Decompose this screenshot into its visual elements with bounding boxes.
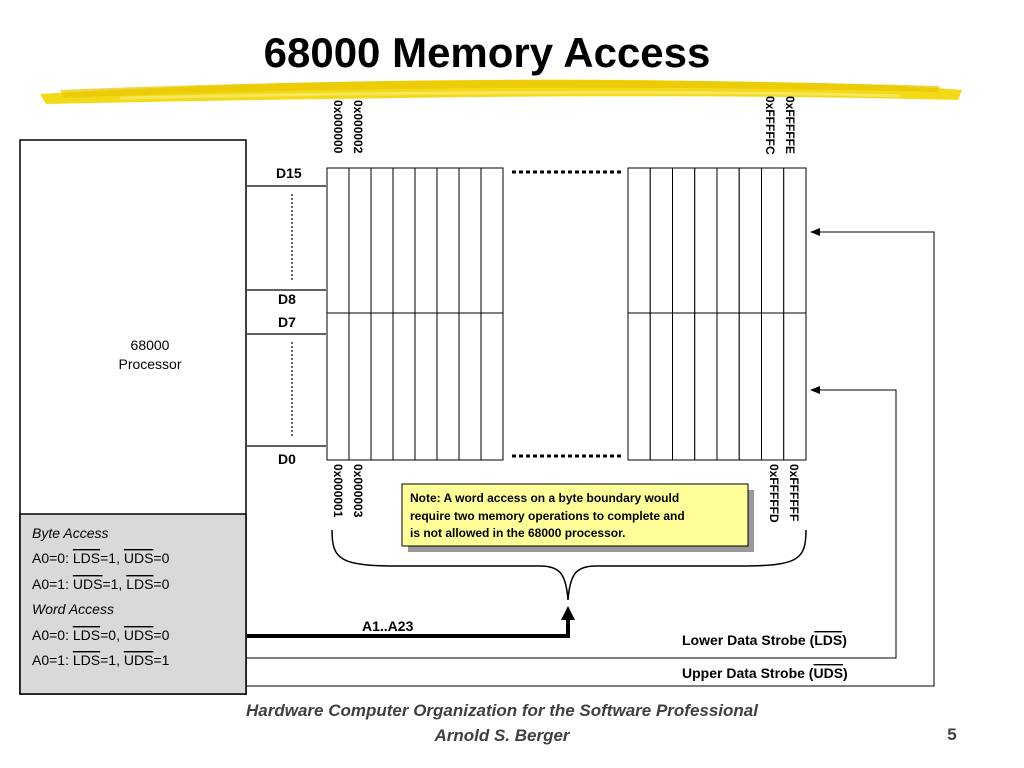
left-column-lower-0 (326, 312, 350, 461)
right-column-upper-7 (783, 167, 807, 314)
memory-block-left (326, 167, 504, 461)
byte-access-line2: A0=1: UDS=1, LDS=0 (32, 576, 170, 592)
address-bus-line (247, 618, 570, 638)
note-line2: require two memory operations to complet… (410, 509, 685, 523)
addr-0x000001: 0x000001 (331, 464, 345, 518)
word-access-line2: A0=1: LDS=1, UDS=1 (32, 652, 170, 668)
uds-arrowhead (810, 228, 820, 236)
address-bus-label: A1..A23 (362, 618, 414, 634)
right-column-upper-0 (627, 167, 651, 314)
right-column-upper-5 (738, 167, 762, 314)
addr-0xFFFFFE: 0xFFFFFE (783, 96, 797, 154)
uds-label: Upper Data Strobe (UDS) (682, 665, 848, 681)
note-line1: Note: A word access on a byte boundary w… (410, 491, 679, 505)
word-access-heading: Word Access (32, 601, 114, 617)
address-bus-arrowhead (561, 606, 575, 620)
addr-0x000003: 0x000003 (351, 464, 365, 518)
addr-0x000000: 0x000000 (331, 100, 345, 154)
left-column-lower-4 (414, 312, 438, 461)
right-column-upper-6 (761, 167, 785, 314)
right-column-upper-3 (694, 167, 718, 314)
processor-label-line1: 68000 (131, 337, 170, 353)
left-column-upper-6 (458, 167, 482, 314)
left-column-lower-7 (480, 312, 504, 461)
addr-0xFFFFFF: 0xFFFFFF (787, 464, 801, 521)
memory-block-right (627, 167, 807, 461)
left-column-upper-3 (392, 167, 416, 314)
left-column-upper-1 (348, 167, 372, 314)
right-column-upper-2 (672, 167, 696, 314)
byte-access-heading: Byte Access (32, 525, 109, 541)
left-column-upper-5 (436, 167, 460, 314)
left-column-lower-3 (392, 312, 416, 461)
note-line3: is not allowed in the 68000 processor. (410, 526, 625, 540)
page-number: 5 (947, 725, 956, 744)
footer-line1: Hardware Computer Organization for the S… (246, 701, 759, 720)
addr-0x000002: 0x000002 (351, 100, 365, 154)
right-column-lower-0 (627, 312, 651, 461)
page-title: 68000 Memory Access (264, 29, 711, 76)
right-column-lower-6 (761, 312, 785, 461)
byte-access-line1: A0=0: LDS=1, UDS=0 (32, 550, 170, 566)
access-info-box (19, 513, 247, 695)
label-d0: D0 (278, 451, 296, 467)
lds-label: Lower Data Strobe (LDS) (682, 632, 847, 648)
note-box (401, 483, 749, 547)
processor-label-line2: Processor (118, 356, 181, 372)
footer-line2: Arnold S. Berger (433, 726, 570, 745)
word-access-line1: A0=0: LDS=0, UDS=0 (32, 627, 170, 643)
right-column-lower-1 (649, 312, 673, 461)
right-column-lower-7 (783, 312, 807, 461)
left-column-upper-4 (414, 167, 438, 314)
left-column-upper-0 (326, 167, 350, 314)
left-column-lower-1 (348, 312, 372, 461)
addr-0xFFFFFC: 0xFFFFFC (763, 96, 777, 155)
label-d15: D15 (276, 165, 302, 181)
label-d8: D8 (278, 291, 296, 307)
right-column-lower-4 (716, 312, 740, 461)
left-column-upper-2 (370, 167, 394, 314)
left-column-lower-5 (436, 312, 460, 461)
left-column-upper-7 (480, 167, 504, 314)
right-column-upper-4 (716, 167, 740, 314)
lds-arrowhead (810, 386, 820, 394)
right-column-lower-5 (738, 312, 762, 461)
lds-strobe-line (247, 389, 897, 659)
title-highlight (40, 79, 962, 104)
uds-strobe-line (247, 231, 935, 687)
label-d7: D7 (278, 314, 296, 330)
right-column-lower-2 (672, 312, 696, 461)
left-column-lower-2 (370, 312, 394, 461)
right-column-upper-1 (649, 167, 673, 314)
data-bus (247, 185, 326, 447)
addr-0xFFFFFD: 0xFFFFFD (767, 464, 781, 523)
address-brace (331, 529, 807, 601)
right-column-lower-3 (694, 312, 718, 461)
left-column-lower-6 (458, 312, 482, 461)
